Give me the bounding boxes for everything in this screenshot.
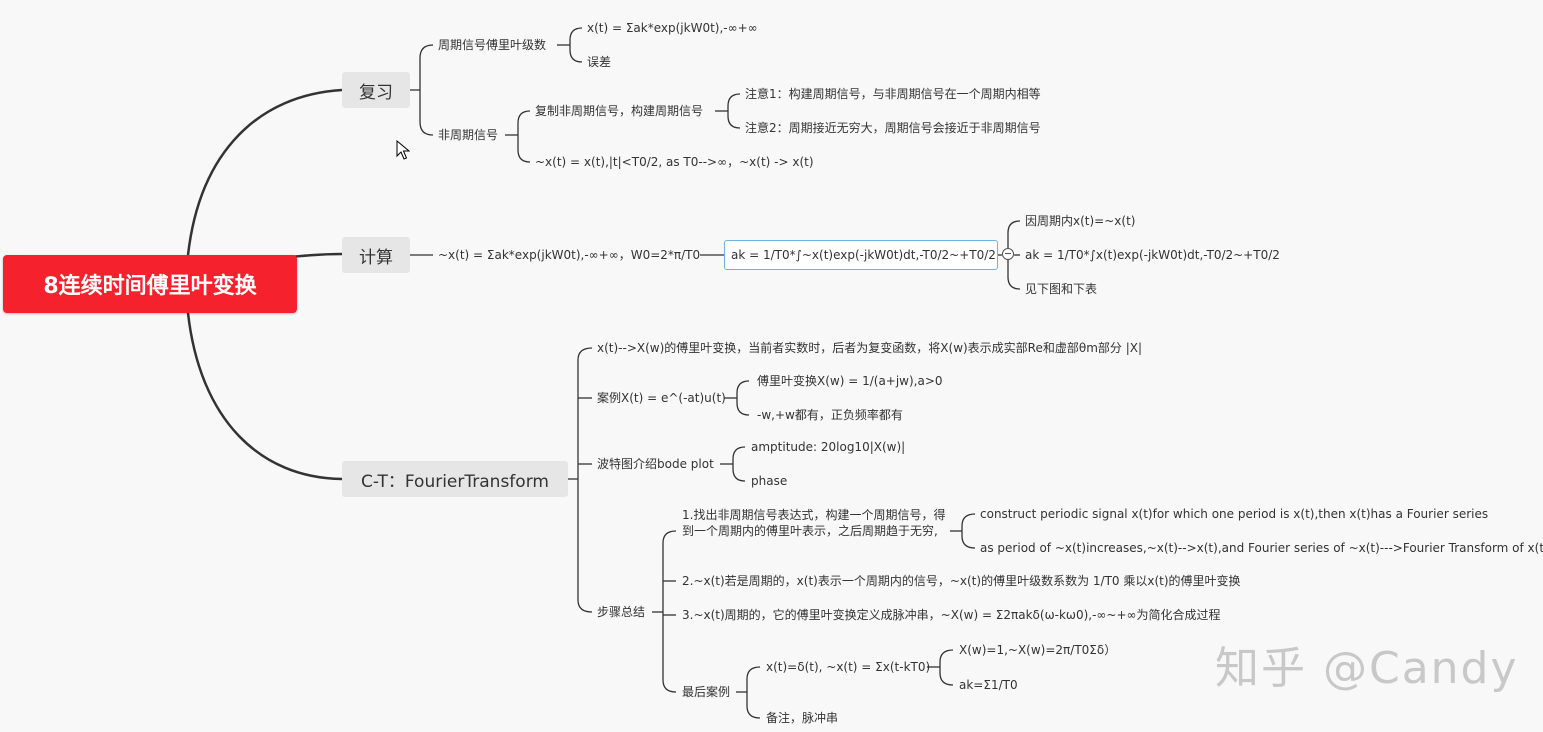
node-final-example[interactable]: 最后案例 [682,685,731,699]
node-step-1-construct[interactable]: construct periodic signal x(t)for which … [980,507,1489,521]
watermark: 知乎 @Candy [1215,643,1519,694]
branch-ct-fourier[interactable]: C-T：FourierTransform [342,461,568,497]
node-series-formula[interactable]: x(t) = Σak*exp(jkW0t),-∞+∞ [587,21,758,35]
node-error[interactable]: 误差 [587,55,612,69]
node-step-2[interactable]: 2.~x(t)若是周期的，x(t)表示一个周期内的信号，~x(t)的傅里叶级数系… [682,574,1241,588]
node-step-1[interactable]: 1.找出非周期信号表达式，构建一个周期信号，得到一个周期内的傅里叶表示，之后周期… [682,508,946,538]
node-final-note[interactable]: 备注，脉冲串 [766,711,839,725]
node-step-1-increase[interactable]: as period of ~x(t)increases,~x(t)-->x(t)… [980,541,1543,555]
node-calc-coef-selected[interactable]: ak = 1/T0*∫~x(t)exp(-jkW0t)dt,-T0/2~+T0/… [724,240,998,270]
node-ct-example-ft[interactable]: 傅里叶变换X(w) = 1/(a+jw),a>0 [757,374,943,388]
node-final-delta[interactable]: x(t)=δ(t), ~x(t) = Σx(t-kT0) [766,660,931,674]
node-bode-phase[interactable]: phase [751,474,788,488]
branch-review[interactable]: 复习 [342,72,410,108]
node-ct-intro[interactable]: x(t)-->X(w)的傅里叶变换，当前者实数时，后者为复变函数，将X(w)表示… [597,341,1143,355]
node-calc-child-3[interactable]: 见下图和下表 [1025,282,1098,296]
node-step-3[interactable]: 3.~x(t)周期的，它的傅里叶变换定义成脉冲串，~X(w) = Σ2πakδ(… [682,608,1221,622]
mouse-cursor-icon [396,140,410,160]
node-calc-series[interactable]: ~x(t) = Σak*exp(jkW0t),-∞+∞，W0=2*π/T0 [438,248,701,262]
node-bode-amplitude[interactable]: amptitude: 20log10|X(w)| [751,440,906,454]
node-periodic-series[interactable]: 周期信号傅里叶级数 [438,38,547,52]
node-ct-example-freq[interactable]: -w,+w都有，正负频率都有 [757,408,903,422]
root-node[interactable]: 8连续时间傅里叶变换 [3,255,297,313]
node-ct-steps[interactable]: 步骤总结 [597,605,646,619]
node-calc-child-1[interactable]: 因周期内x(t)=~x(t) [1025,214,1136,228]
branch-connectors [410,27,1021,719]
node-calc-child-2[interactable]: ak = 1/T0*∫x(t)exp(-jkW0t)dt,-T0/2~+T0/2 [1025,248,1280,262]
node-ct-bode[interactable]: 波特图介绍bode plot [597,457,714,471]
node-ct-example[interactable]: 案例X(t) = e^(-at)u(t) [597,391,726,405]
node-final-xw[interactable]: X(w)=1,~X(w)=2π/T0Σδ） [959,643,1117,657]
node-note-1[interactable]: 注意1：构建周期信号，与非周期信号在一个周期内相等 [745,87,1041,101]
node-limit[interactable]: ~x(t) = x(t),|t|<T0/2, as T0-->∞，~x(t) -… [535,155,814,169]
branch-calc[interactable]: 计算 [342,237,410,273]
collapse-toggle-icon[interactable] [1002,248,1014,260]
node-note-2[interactable]: 注意2：周期接近无穷大，周期信号会接近于非周期信号 [745,121,1041,135]
node-copy-aperiodic[interactable]: 复制非周期信号，构建周期信号 [535,104,704,118]
node-aperiodic[interactable]: 非周期信号 [438,128,499,142]
node-final-ak[interactable]: ak=Σ1/T0 [959,678,1018,692]
